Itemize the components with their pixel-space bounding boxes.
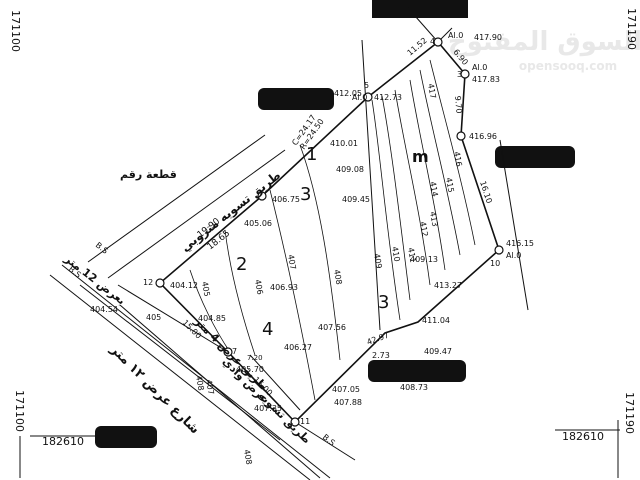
contour-lines (189, 59, 476, 401)
contour-label: 405 (146, 313, 161, 322)
elevation: 407.05 (332, 385, 360, 394)
elevation: 417.90 (474, 33, 502, 42)
road-label-north: طريق تسويه متروبي (178, 168, 284, 255)
contour-label: 417 (426, 83, 438, 100)
elevation: 406.27 (284, 343, 312, 352)
grid-label-left-bottom: 171100 (13, 390, 26, 432)
elevation: 417.83 (472, 75, 500, 84)
contour-label: 408 (242, 449, 254, 466)
grid-label-bottom-left: 182610 (42, 435, 84, 448)
neighbour-label: قطعة رقم (120, 168, 177, 181)
al-label: Al.0 (448, 31, 463, 40)
contour-label: 412 (418, 221, 430, 238)
point-8 (257, 191, 267, 201)
contour-label: 408 (194, 375, 206, 392)
contour-label: 405 (200, 281, 212, 298)
point-12 (155, 278, 165, 288)
elevation: 411.04 (422, 316, 450, 325)
elevation: 406.93 (270, 283, 298, 292)
point-3 (460, 69, 470, 79)
redaction (495, 146, 575, 168)
plot-marker: 4 (262, 319, 273, 340)
contour-label: 409 (372, 253, 384, 270)
contour-label: 411 (406, 247, 418, 264)
point-id: 4 (430, 37, 435, 46)
plot-marker: 3 (300, 184, 311, 205)
elevation: 404.54 (90, 305, 118, 314)
elevation: 409.47 (424, 347, 452, 356)
dimension: 9.70 (453, 95, 464, 114)
point-7 (223, 347, 233, 357)
plot-marker: 2 (236, 254, 247, 275)
al-label: Al.0 (352, 93, 367, 102)
elevation: 405.70 (236, 365, 264, 374)
contour-label: 416 (452, 151, 464, 168)
elevation: 408.73 (400, 383, 428, 392)
building-setback-label: B.S (321, 432, 337, 447)
elevation: 409.45 (342, 195, 370, 204)
elevation: 412.73 (374, 93, 402, 102)
point-id: 11 (300, 417, 310, 426)
elevation: 407.35 (254, 404, 282, 413)
building-setback-label: B.S (94, 240, 110, 255)
dimension: 7.20 (247, 354, 263, 362)
contour-label: 408 (332, 269, 344, 286)
elevation: 409.13 (410, 255, 438, 264)
elevation: 410.01 (330, 139, 358, 148)
point-id: 7 (232, 347, 237, 356)
point-11 (290, 417, 300, 427)
contour-label: 415 (444, 177, 456, 194)
contour-label: 407 (286, 254, 298, 271)
contour-label: 407 (204, 379, 216, 396)
elevation: 404.12 (170, 281, 198, 290)
contour-label: 414 (428, 181, 440, 198)
road-label-wadi: بعرض 12 متر (61, 252, 127, 308)
dimension: 2.73 (372, 351, 390, 360)
plot-marker: 1 (306, 144, 317, 165)
grid-label-right-bottom: 171190 (623, 392, 636, 434)
redaction (258, 88, 334, 110)
watermark-latin: opensooq.com (519, 59, 617, 73)
elevation: 416.15 (506, 239, 534, 248)
elevation: 405.06 (244, 219, 272, 228)
elevation: 416.96 (469, 132, 497, 141)
elevation: 407.88 (334, 398, 362, 407)
street-label: شارع عرض ١٢ متر (106, 342, 202, 438)
watermark-arabic: السوق المفتوح (448, 27, 640, 57)
road-lines (49, 7, 529, 480)
point-id: 12 (143, 278, 153, 287)
plot-marker: m (412, 147, 429, 166)
point-id: 5 (364, 81, 369, 90)
point-10 (494, 245, 504, 255)
point-id: 3 (457, 70, 462, 79)
al-label: Al.0 (506, 251, 521, 260)
grid-label-bottom-right: 182610 (562, 430, 604, 443)
grid-label-left-top: 171100 (9, 10, 22, 52)
parcel-boundary (158, 41, 500, 424)
redaction (95, 426, 157, 448)
elevation: 407.56 (318, 323, 346, 332)
survey-points (155, 37, 504, 427)
elevation: 413.27 (434, 281, 462, 290)
contour-label: 413 (428, 211, 440, 228)
point-4 (433, 37, 443, 47)
point-5 (363, 92, 373, 102)
elevation: 404.85 (198, 314, 226, 323)
al-label: Al.0 (472, 63, 487, 72)
point-9 (456, 131, 466, 141)
point-id: 10 (490, 259, 500, 268)
contour-label: 410 (390, 246, 402, 263)
grid-label-right-top: 171190 (625, 8, 638, 50)
dimension: 42.97 (366, 331, 391, 347)
elevation: 409.08 (336, 165, 364, 174)
redaction (368, 360, 466, 382)
plot-marker: 3 (378, 292, 389, 313)
redaction (372, 0, 468, 18)
dimension: 11.52 (406, 36, 429, 58)
elevation: 412.05 (334, 89, 362, 98)
contour-label: 406 (253, 279, 265, 296)
elevation: 406.75 (272, 195, 300, 204)
